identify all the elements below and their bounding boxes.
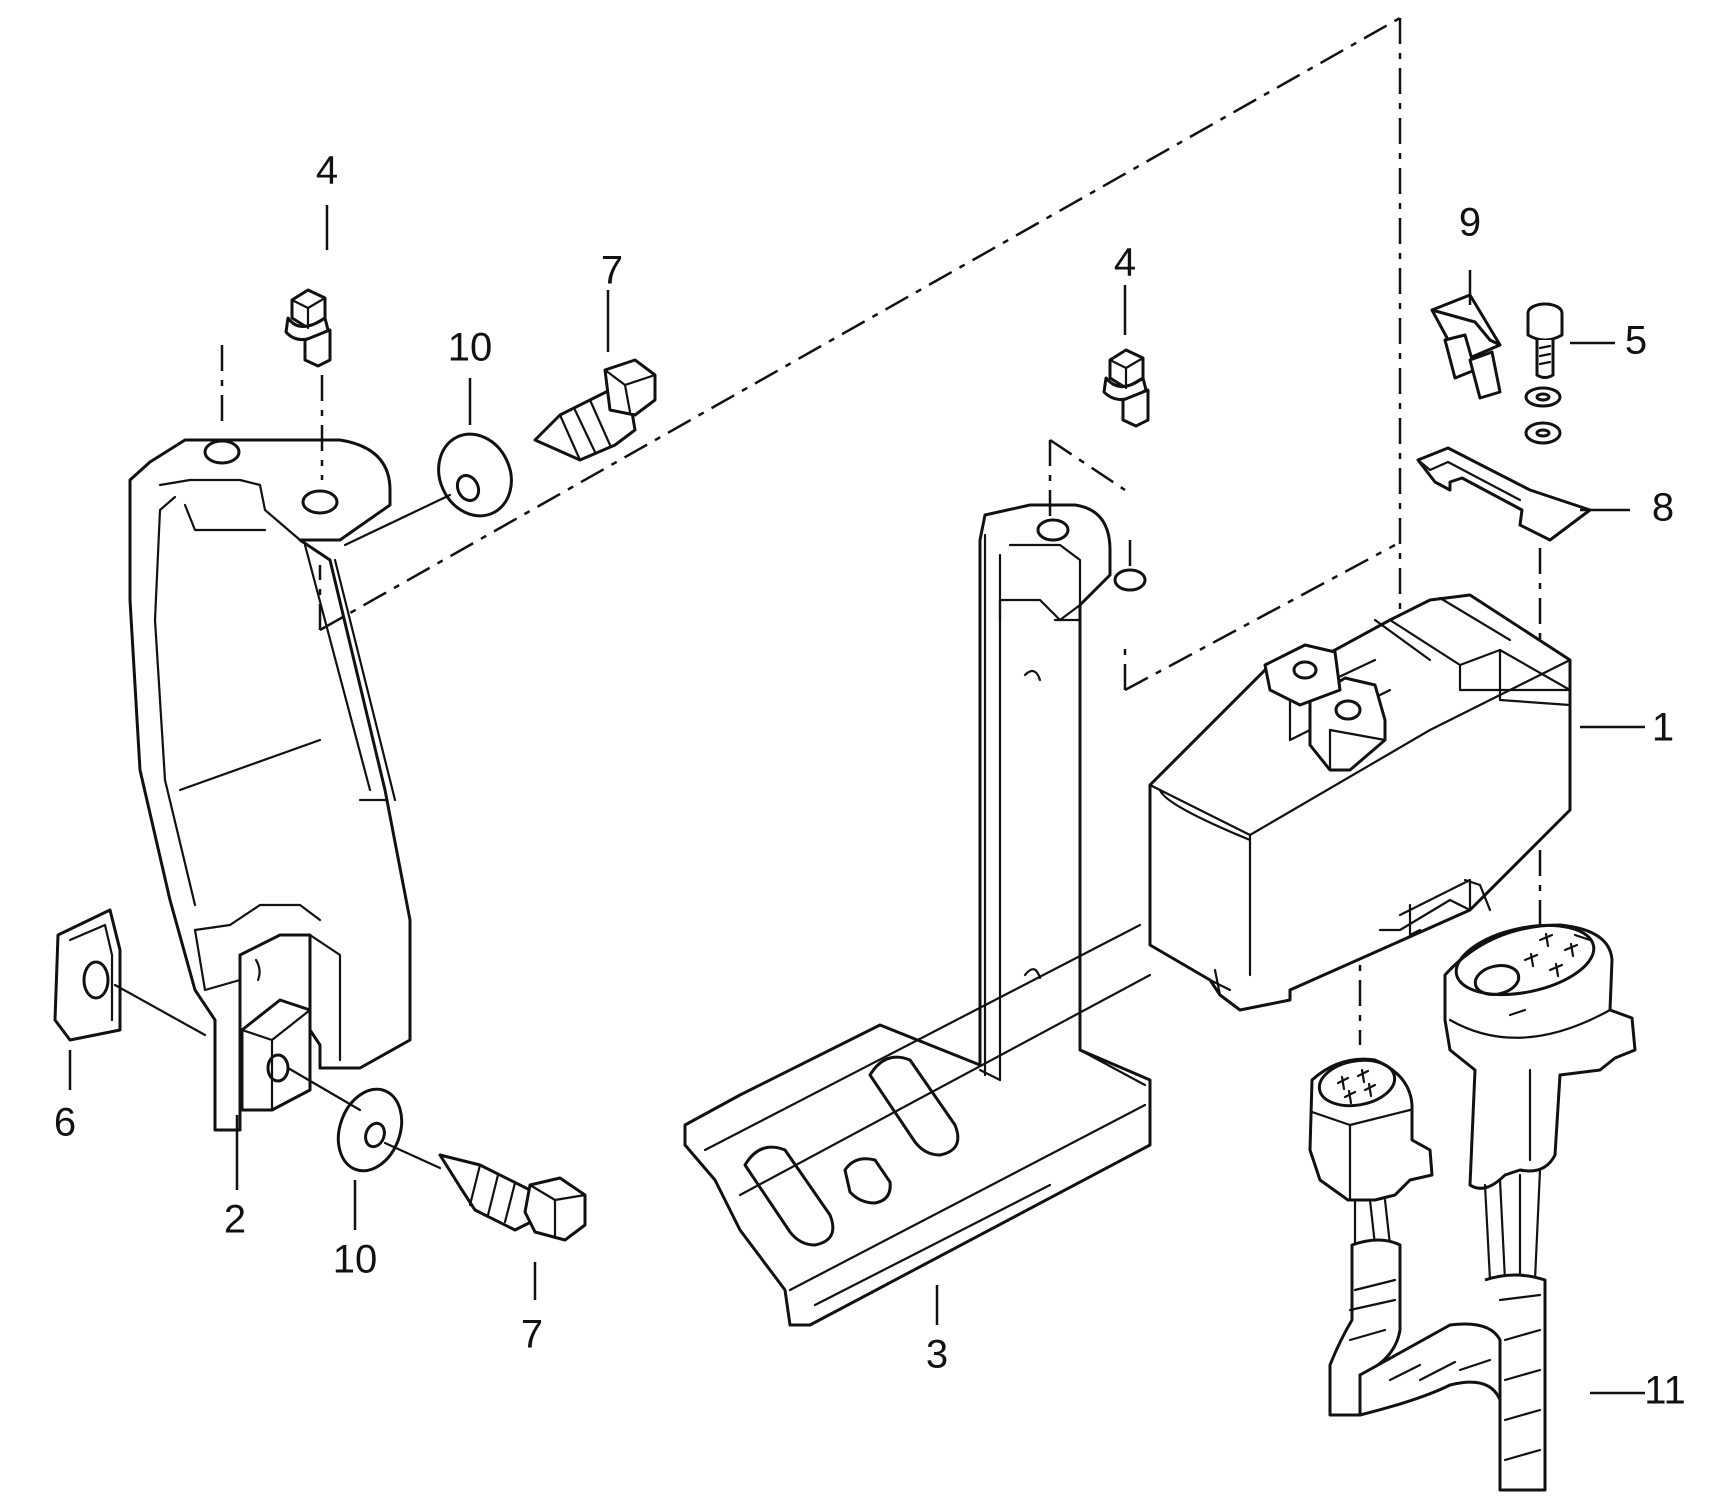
washer-lower: [336, 1087, 404, 1173]
leader-lines: [68, 205, 1645, 1395]
bolt-center: [1102, 348, 1150, 428]
screw-axis-lines: [343, 493, 452, 1170]
small-screw: [1524, 302, 1564, 445]
connector-large: [1443, 923, 1637, 1190]
bracket-center: [683, 503, 1152, 1327]
callout-6: 6: [54, 1101, 76, 1145]
callout-7-lower: 7: [521, 1313, 543, 1357]
callout-2: 2: [224, 1198, 246, 1242]
callout-1: 1: [1652, 706, 1674, 750]
washer-upper: [437, 432, 513, 518]
plate: [1416, 446, 1592, 542]
connector-small: [1308, 1057, 1434, 1202]
callout-4-left: 4: [316, 149, 338, 193]
callout-9: 9: [1459, 201, 1481, 245]
callout-10-upper: 10: [448, 326, 493, 370]
screw-lower: [438, 1153, 587, 1242]
callout-8: 8: [1652, 486, 1674, 530]
callout-labels: 1 2 3 4 4 5 6 7 7 8 9 10 10 11: [54, 149, 1686, 1413]
callout-11: 11: [1644, 1369, 1686, 1413]
assembly-lines: [220, 16, 1542, 1045]
control-unit: [1148, 593, 1572, 1012]
bracket-left: [128, 438, 412, 1132]
bolt-left: [284, 288, 332, 368]
callout-4-center: 4: [1114, 241, 1136, 285]
callout-10-lower: 10: [333, 1238, 378, 1282]
callout-7-upper: 7: [601, 249, 623, 293]
callout-5: 5: [1625, 319, 1647, 363]
fuse: [1430, 293, 1502, 400]
screw-upper: [533, 358, 657, 462]
callout-3: 3: [926, 1333, 948, 1377]
wiring-harness: [1328, 1168, 1547, 1492]
clip-nut: [53, 908, 207, 1042]
